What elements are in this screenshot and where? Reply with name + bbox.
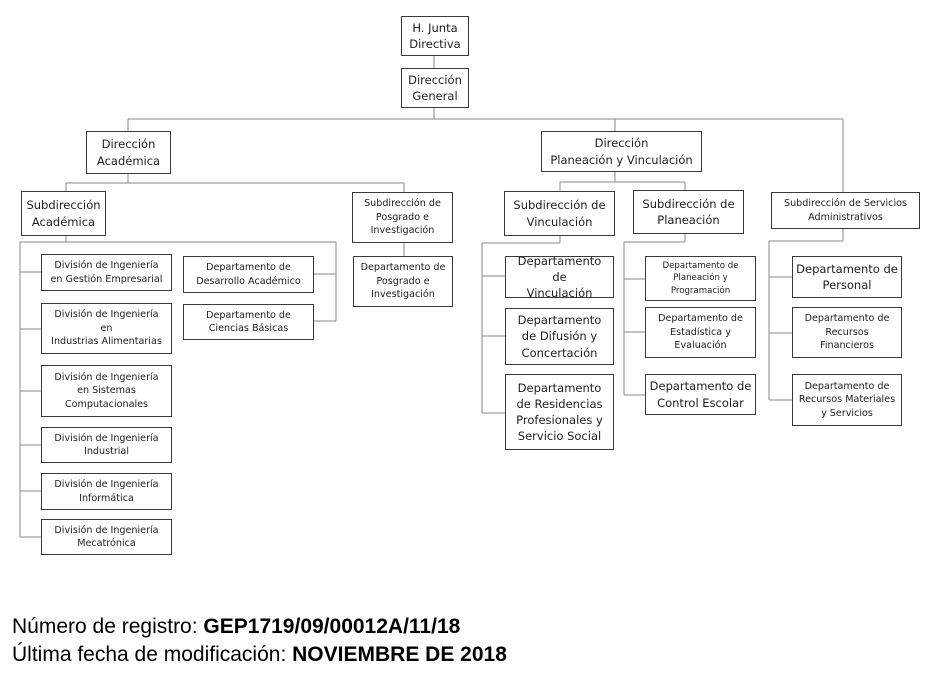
division-mecatronica-box: División de Ingeniería Mecatrónica (41, 519, 172, 555)
subdireccion-academica-box: Subdirección Académica (21, 191, 106, 236)
division-informatica-box: División de Ingeniería Informática (41, 473, 172, 510)
division-industrias-alimentarias-box: División de Ingeniería en Industrias Ali… (41, 303, 172, 354)
direccion-general-box: Dirección General (401, 68, 469, 108)
depto-control-escolar-box: Departamento de Control Escolar (645, 374, 756, 415)
direccion-academica-box: Dirección Académica (86, 131, 171, 174)
depto-recursos-financieros-box: Departamento de Recursos Financieros (792, 307, 902, 358)
depto-estadistica-evaluacion-box: Departamento de Estadística y Evaluación (645, 307, 756, 358)
subdireccion-servicios-box: Subdirección de Servicios Administrativo… (771, 192, 920, 229)
subdireccion-planeacion-box: Subdirección de Planeación (633, 190, 744, 234)
direccion-planeacion-box: Dirección Planeación y Vinculación (541, 131, 702, 172)
depto-ciencias-basicas-box: Departamento de Ciencias Básicas (183, 304, 314, 340)
registro-value: GEP1719/09/00012A/11/18 (203, 615, 461, 638)
depto-vinculacion-box: Departamento de Vinculación (505, 254, 614, 300)
registro-line: Número de registro: GEP1719/09/00012A/11… (12, 615, 460, 639)
org-chart-connectors (19, 56, 844, 538)
fecha-value: NOVIEMBRE DE 2018 (292, 643, 507, 666)
subdireccion-vinculacion-box: Subdirección de Vinculación (504, 191, 615, 236)
division-industrial-box: División de Ingeniería Industrial (41, 427, 172, 463)
division-gestion-empresarial-box: División de Ingeniería en Gestión Empres… (41, 254, 172, 291)
depto-residencias-profesionales-box: Departamento de Residencias Profesionale… (505, 374, 614, 450)
depto-difusion-concertacion-box: Departamento de Difusión y Concertación (505, 308, 614, 365)
depto-desarrollo-academico-box: Departamento de Desarrollo Académico (183, 256, 314, 293)
depto-personal-box: Departamento de Personal (792, 256, 902, 298)
depto-planeacion-programacion-box: Departamento de Planeación y Programació… (645, 256, 756, 301)
registro-label: Número de registro: (12, 615, 204, 638)
fecha-label: Última fecha de modificación: (12, 643, 293, 666)
depto-recursos-materiales-box: Departamento de Recursos Materiales y Se… (792, 374, 902, 426)
fecha-modificacion-line: Última fecha de modificación: NOVIEMBRE … (12, 643, 507, 667)
division-sistemas-computacionales-box: División de Ingeniería en Sistemas Compu… (41, 365, 172, 417)
junta-directiva-box: H. Junta Directiva (401, 16, 469, 56)
depto-posgrado-investigacion-box: Departamento de Posgrado e Investigación (353, 256, 453, 307)
subdireccion-posgrado-box: Subdirección de Posgrado e Investigación (352, 192, 453, 243)
